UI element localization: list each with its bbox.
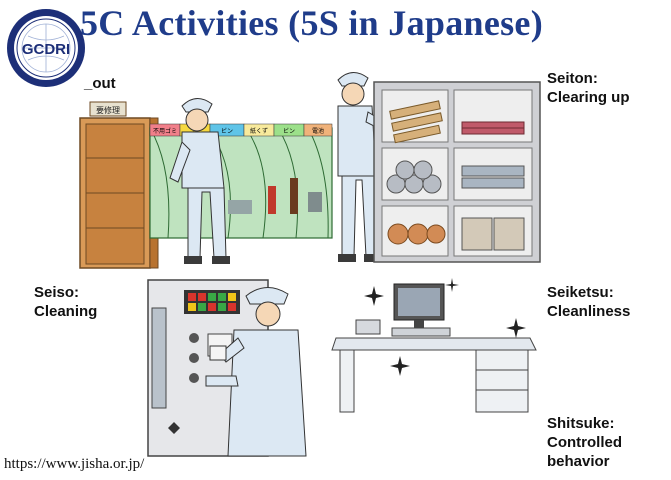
seiton-desc: Clearing up [547, 89, 630, 106]
clean-desk [331, 337, 537, 413]
seiri-partial-label: _out [84, 75, 116, 92]
seiton-name: Seiton: [547, 70, 598, 87]
computer [355, 283, 451, 337]
seiketsu-name: Seiketsu: [547, 284, 614, 301]
bin-tag-5: ビン [283, 127, 295, 135]
sparkle-icons [364, 278, 526, 376]
seiso-name: Seiso: [34, 284, 80, 301]
seiri-illustration: 要修理 不用ゴミ 缶 ビン 紙くず ビン 電池 [79, 98, 333, 269]
cabinet-tag: 要修理 [96, 105, 120, 115]
gcdri-logo: GCDRI [7, 9, 85, 87]
source-url[interactable]: https://www.jisha.or.jp/ [4, 456, 145, 472]
bin-tag-4: 紙くず [250, 127, 268, 135]
seiton-illustration [337, 72, 541, 263]
seiso-desc: Cleaning [34, 303, 98, 320]
storage-shelf [373, 81, 541, 263]
bin-tag-6: 電池 [312, 127, 324, 135]
shitsuke-desc-1: Controlled [547, 434, 622, 451]
seiketsu-illustration [331, 278, 537, 413]
seiketsu-desc: Cleanliness [547, 303, 631, 320]
worker-sorting [169, 98, 230, 264]
page-title: 5C Activities (5S in Japanese) [80, 3, 543, 43]
worker-cleaning [205, 287, 307, 457]
bin-tag-1: 不用ゴミ [153, 127, 177, 135]
logo-text: GCDRI [22, 41, 70, 58]
shitsuke-desc-2: behavior [547, 453, 610, 470]
bin-tag-3: ビン [221, 127, 233, 135]
wooden-cabinet: 要修理 [79, 101, 159, 269]
worker-arranging [337, 72, 395, 262]
seiso-illustration [147, 279, 307, 457]
shitsuke-name: Shitsuke: [547, 415, 615, 432]
